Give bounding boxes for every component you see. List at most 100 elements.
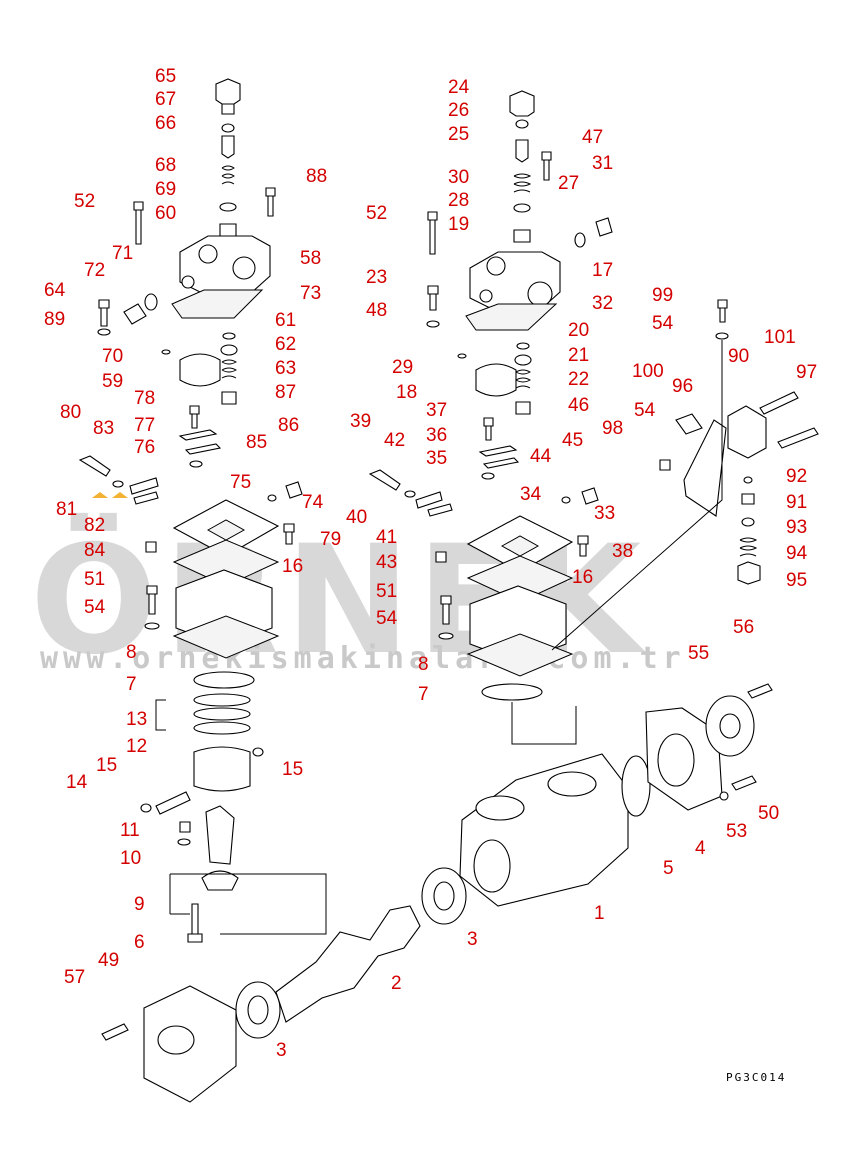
callout-11-78: 11 bbox=[120, 820, 140, 841]
part-91-piston bbox=[741, 493, 755, 505]
part-82-plate bbox=[133, 491, 159, 505]
part-28-ring bbox=[513, 203, 531, 213]
part-49-bore bbox=[157, 1025, 195, 1055]
callout-81-63: 81 bbox=[56, 499, 77, 520]
callout-56-102: 56 bbox=[733, 617, 754, 638]
part-64-bolt bbox=[98, 299, 110, 327]
callout-88-6: 88 bbox=[306, 166, 327, 187]
part-97-bolt bbox=[777, 427, 819, 449]
callout-27-26: 27 bbox=[558, 173, 579, 194]
part-24-plug bbox=[509, 90, 535, 117]
callout-89-11: 89 bbox=[44, 309, 65, 330]
part-42-washer bbox=[404, 490, 416, 498]
diagram-code: PG3C014 bbox=[726, 1071, 786, 1084]
callout-58-12: 58 bbox=[300, 248, 321, 269]
callout-78-19: 78 bbox=[134, 388, 155, 409]
part-13-ring-2 bbox=[193, 707, 251, 721]
part-36-plate bbox=[478, 445, 518, 457]
callout-97-48: 97 bbox=[796, 362, 817, 383]
part-12-piston bbox=[193, 746, 251, 792]
part-34-washer bbox=[481, 472, 495, 480]
callout-85-61: 85 bbox=[246, 432, 267, 453]
callout-99-42: 99 bbox=[652, 285, 673, 306]
callout-77-57: 77 bbox=[134, 415, 155, 436]
part-63-spring bbox=[221, 359, 238, 379]
part-76-plate bbox=[184, 443, 222, 455]
part-41-plate bbox=[427, 503, 453, 517]
callout-91-52: 91 bbox=[786, 492, 807, 513]
callout-52-7: 52 bbox=[74, 191, 95, 212]
callout-44-90: 44 bbox=[530, 446, 552, 467]
part-66-ring bbox=[221, 123, 235, 133]
part-101-bolt bbox=[759, 391, 799, 415]
callout-45-91: 45 bbox=[562, 430, 583, 451]
callout-66-2: 66 bbox=[155, 113, 176, 134]
callout-62-16: 62 bbox=[275, 334, 296, 355]
part-38-bolt bbox=[577, 535, 589, 557]
callout-2-110: 2 bbox=[391, 973, 402, 994]
callout-40-92: 40 bbox=[346, 507, 367, 528]
callout-34-89: 34 bbox=[520, 484, 542, 505]
callout-18-38: 18 bbox=[396, 382, 417, 403]
part-25-valve bbox=[515, 139, 529, 163]
part-31-plug bbox=[595, 217, 613, 237]
part-57-bolt bbox=[101, 1023, 129, 1041]
callout-101-44: 101 bbox=[764, 327, 796, 348]
callout-95-55: 95 bbox=[786, 570, 807, 591]
part-58-port-c bbox=[181, 275, 195, 289]
part-60-seat bbox=[219, 223, 237, 237]
part-13-ring-3 bbox=[193, 721, 251, 735]
part-30-washer bbox=[574, 232, 586, 248]
callout-61-14: 61 bbox=[275, 310, 296, 331]
callout-54-70: 54 bbox=[84, 597, 106, 618]
part-35-plate bbox=[482, 457, 520, 469]
part-70-pin bbox=[161, 349, 171, 355]
callout-72-9: 72 bbox=[84, 260, 105, 281]
callout-24-21: 24 bbox=[448, 77, 470, 98]
callout-49-82: 49 bbox=[98, 950, 119, 971]
callout-54-99: 54 bbox=[376, 608, 398, 629]
watermark-url: www.ornekismakinalari.com.tr bbox=[40, 641, 686, 676]
callout-13-73: 13 bbox=[126, 709, 147, 730]
part-40-plate bbox=[415, 491, 443, 509]
callout-12-74: 12 bbox=[126, 736, 147, 757]
part-53-washer bbox=[719, 791, 729, 801]
part-3-bearing-front-inner bbox=[433, 881, 455, 911]
callout-17-31: 17 bbox=[592, 260, 613, 281]
part-73-gasket bbox=[171, 289, 264, 319]
part-74-valve-port bbox=[206, 519, 246, 541]
leader-bracket-rod bbox=[169, 873, 327, 935]
part-1-bore-right bbox=[547, 771, 597, 797]
part-79-bolt bbox=[283, 523, 295, 545]
part-7-o-ring-right bbox=[481, 683, 543, 701]
callout-8-100: 8 bbox=[418, 654, 429, 675]
part-92-ring bbox=[743, 476, 753, 484]
part-14-piston-pin bbox=[155, 791, 191, 815]
callout-75-62: 75 bbox=[230, 472, 251, 493]
part-2-crankshaft bbox=[275, 905, 421, 1023]
callout-15-77: 15 bbox=[282, 759, 303, 780]
callout-1-108: 1 bbox=[594, 903, 605, 924]
callout-94-54: 94 bbox=[786, 543, 808, 564]
callout-14-76: 14 bbox=[66, 772, 88, 793]
part-87-valve bbox=[221, 391, 237, 405]
callout-68-3: 68 bbox=[155, 155, 176, 176]
callout-16-67: 16 bbox=[282, 556, 303, 577]
part-18-valve-assembly bbox=[475, 363, 517, 397]
callout-39-85: 39 bbox=[350, 411, 371, 432]
callout-73-13: 73 bbox=[300, 283, 321, 304]
callout-48-33: 48 bbox=[366, 300, 387, 321]
callout-84-66: 84 bbox=[84, 540, 106, 561]
part-68-spring bbox=[221, 165, 235, 185]
callout-10-79: 10 bbox=[120, 848, 141, 869]
callout-3-84: 3 bbox=[276, 1040, 287, 1061]
part-22-spring bbox=[515, 369, 532, 389]
part-19-seat bbox=[513, 229, 531, 243]
left-cylinder-assembly bbox=[78, 78, 327, 1103]
part-32-gasket bbox=[465, 303, 558, 331]
part-46-valve bbox=[515, 401, 531, 415]
callout-92-51: 92 bbox=[786, 466, 807, 487]
part-10-washer bbox=[177, 838, 191, 846]
part-9-rod-cap bbox=[201, 870, 239, 891]
